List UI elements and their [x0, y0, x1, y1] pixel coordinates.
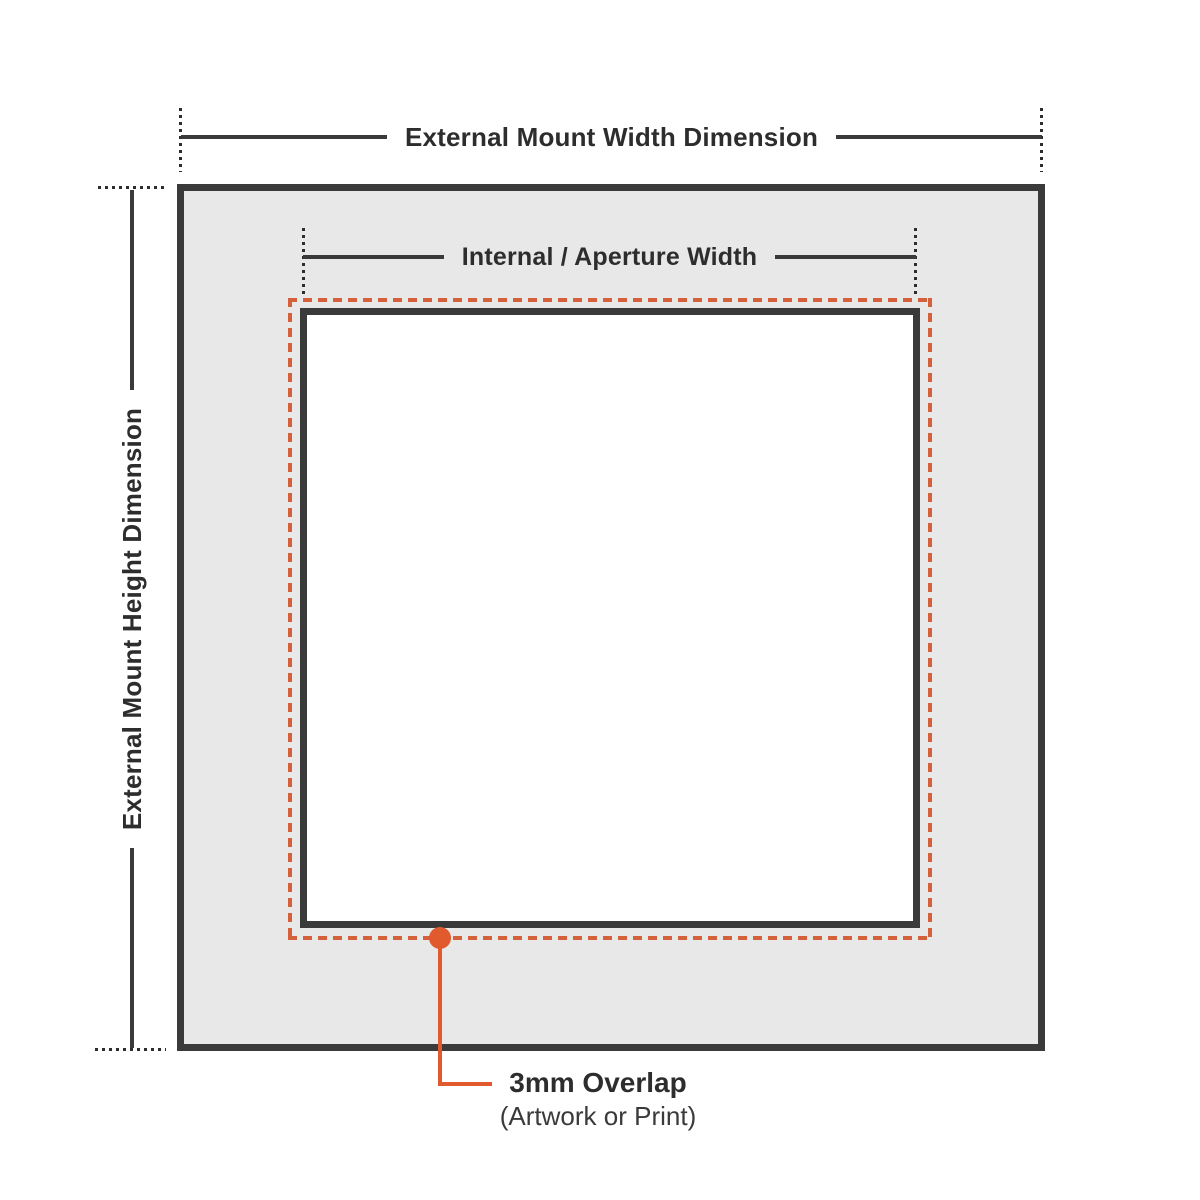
internal-width-right-tick — [914, 228, 917, 294]
external-height-bottom-tick — [95, 1048, 166, 1051]
overlap-dashed-border-right — [928, 298, 932, 940]
external-width-right-tick — [1040, 108, 1043, 172]
external-width-line-right — [836, 135, 1043, 139]
external-width-left-tick — [179, 108, 182, 172]
overlap-subtitle: (Artwork or Print) — [499, 1101, 697, 1131]
external-height-line-top — [130, 189, 134, 390]
overlap-dashed-border-left — [288, 298, 292, 940]
external-height-label: External Mount Height Dimension — [116, 407, 147, 831]
overlap-dashed-border-top — [288, 298, 932, 302]
overlap-dashed-outline — [288, 298, 932, 940]
external-height-top-tick — [98, 186, 166, 189]
external-width-line-left — [181, 135, 387, 139]
internal-width-dimension: Internal / Aperture Width — [303, 241, 916, 273]
internal-width-left-tick — [302, 228, 305, 294]
internal-width-line-left — [303, 255, 444, 259]
overlap-leader-line-vertical — [438, 938, 442, 1086]
external-height-line-bottom — [130, 848, 134, 1048]
internal-width-label: Internal / Aperture Width — [461, 242, 758, 271]
external-width-label: External Mount Width Dimension — [404, 121, 819, 152]
overlap-leader-line-horizontal — [438, 1082, 492, 1086]
overlap-title: 3mm Overlap — [509, 1067, 687, 1098]
aperture-window — [300, 308, 920, 928]
internal-width-line-right — [775, 255, 916, 259]
external-height-dimension: External Mount Height Dimension — [116, 189, 148, 1048]
overlap-dashed-border-bottom — [288, 936, 932, 940]
overlap-callout: 3mm Overlap (Artwork or Print) — [468, 1066, 728, 1132]
external-width-dimension: External Mount Width Dimension — [181, 121, 1043, 153]
overlap-marker-dot — [429, 927, 451, 949]
